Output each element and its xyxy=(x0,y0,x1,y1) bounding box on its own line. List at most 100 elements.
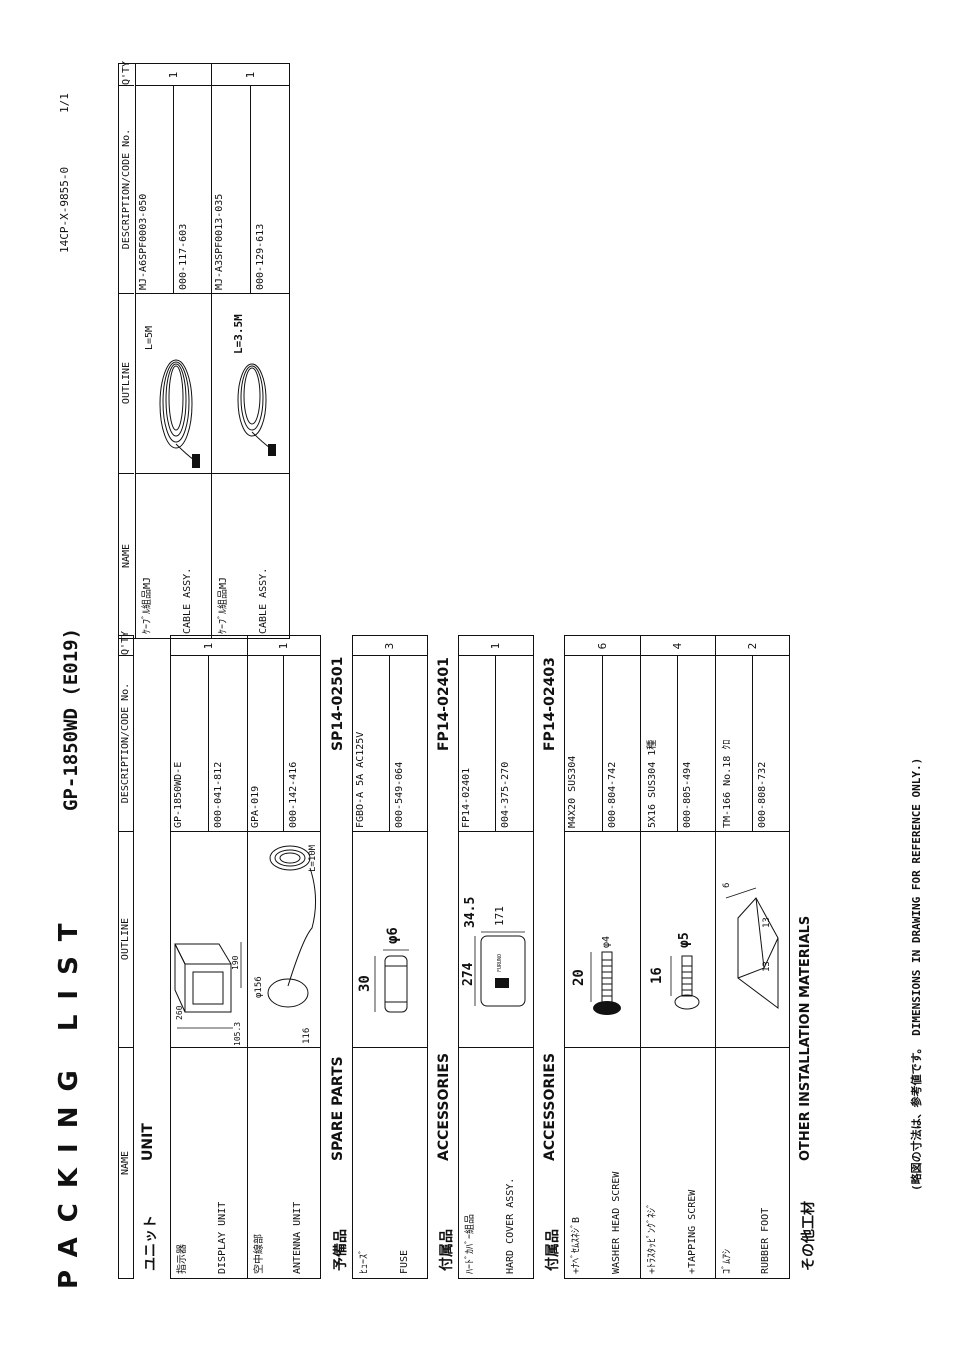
col-desc: DESCRIPTION/CODE No. xyxy=(119,655,134,832)
item-en: DISPLAY UNIT xyxy=(217,1201,228,1274)
section-spare-code: SP14-02501 xyxy=(330,656,346,751)
rubber-foot-drawing xyxy=(725,887,779,1009)
item-qty: 1 xyxy=(277,642,290,650)
item-jp: ｹｰﾌﾞﾙ組品MJ xyxy=(142,576,153,634)
section-other-jp: その他工材 xyxy=(801,1201,817,1271)
item-en: RUBBER FOOT xyxy=(760,1207,771,1274)
item-jp: ﾊｰﾄﾞｶﾊﾞｰ組品 xyxy=(465,1214,476,1274)
outline-tapping: 16 φ5 xyxy=(641,831,715,1048)
cable-coil-drawing xyxy=(159,359,200,468)
doc-number: 14CP-X-9855-0 xyxy=(58,166,71,253)
header-row: NAME OUTLINE DESCRIPTION/CODE No. Q'TY xyxy=(118,631,134,1279)
item-en: CABLE ASSY. xyxy=(258,567,269,634)
item-jp: +ﾅﾍﾞｾﾑｽﾈｼﾞB xyxy=(571,1216,582,1274)
footnote: (略図の寸法は、参考値です。 DIMENSIONS IN DRAWING FOR… xyxy=(910,757,923,1191)
item-jp: 指示器 xyxy=(177,1244,188,1274)
item-desc: GP-1850WD-E xyxy=(171,656,209,832)
item-jp: ﾋｭｰｽﾞ xyxy=(359,1249,370,1274)
page-number: 1/1 xyxy=(58,93,71,113)
item-qty: 3 xyxy=(383,642,396,650)
display-unit-drawing xyxy=(174,942,242,1029)
cable-coil-drawing xyxy=(237,363,276,456)
cable-header-row: NAME OUTLINE DESCRIPTION/CODE No. Q'TY xyxy=(119,60,136,638)
item-desc: FP14-02401 xyxy=(459,656,496,832)
item-code: 000-549-064 xyxy=(394,761,405,828)
outline-antenna: φ156 116 L=10M xyxy=(248,831,320,1048)
item-code: 000-142-416 xyxy=(288,761,299,828)
item-qty: 1 xyxy=(244,71,257,79)
item-desc: GPA-019 xyxy=(248,656,284,832)
item-en: WASHER HEAD SCREW xyxy=(611,1171,622,1274)
col-desc: DESCRIPTION/CODE No. xyxy=(119,85,134,294)
section-acc1-code: FP14-02401 xyxy=(436,657,452,751)
item-code: 004-375-270 xyxy=(500,761,511,828)
section-other-en: OTHER INSTALLATION MATERIALS xyxy=(798,915,813,1161)
item-desc: TM-166 No.18 ｸﾛ xyxy=(716,656,753,832)
fuse-drawing xyxy=(374,949,409,1013)
col-qty: Q'TY xyxy=(119,60,134,86)
washer-screw-drawing xyxy=(590,951,621,1015)
row-cable-2: ｹｰﾌﾞﾙ組品MJ CABLE ASSY. L=3.5M MJ-A3SPF001… xyxy=(212,64,289,638)
item-desc: MJ-A3SPF0013-035 xyxy=(212,86,251,294)
item-code: 000-129-613 xyxy=(254,223,266,290)
item-en: +TAPPING SCREW xyxy=(687,1189,698,1274)
row-hard-cover: ﾊｰﾄﾞｶﾊﾞｰ組品 HARD COVER ASSY. 274 34.5 171… xyxy=(458,635,534,1279)
furuno-logo: FURUNO xyxy=(497,953,503,972)
section-acc1-jp: 付属品 xyxy=(439,1229,455,1271)
outline-cover: 274 34.5 171 FURUNO xyxy=(459,831,533,1048)
item-desc: MJ-A6SPF0003-050 xyxy=(136,86,174,294)
item-code: 000-808-732 xyxy=(756,761,768,828)
item-desc: FGBO-A 5A AC125V xyxy=(353,656,390,832)
model-number: GP-1850WD (E019) xyxy=(60,627,82,811)
item-qty: 1 xyxy=(167,71,180,79)
item-en: ANTENNA UNIT xyxy=(292,1201,303,1274)
item-en: FUSE xyxy=(399,1249,410,1274)
item-en: CABLE ASSY. xyxy=(182,567,193,634)
col-outline: OUTLINE xyxy=(119,293,134,474)
item-qty: 2 xyxy=(746,642,759,650)
outline-display: 260 190 105.3 xyxy=(171,831,247,1048)
antenna-unit-drawing xyxy=(267,845,316,1008)
item-jp: +ﾄﾗｽﾀｯﾋﾟﾝｸﾞﾈｼﾞ xyxy=(647,1202,658,1274)
outline-washer: 20 φ4 xyxy=(565,831,640,1048)
section-acc2-en: ACCESSORIES xyxy=(542,1052,558,1161)
item-qty: 6 xyxy=(596,642,609,650)
outline-rubber: 6 13 13 xyxy=(716,831,789,1048)
col-name: NAME xyxy=(120,1150,131,1176)
section-acc1-en: ACCESSORIES xyxy=(436,1052,452,1161)
item-code: 000-117-603 xyxy=(177,223,189,290)
section-acc2-jp: 付属品 xyxy=(545,1229,561,1271)
section-spare-en: SPARE PARTS xyxy=(330,1056,346,1161)
outline-fuse: 30 φ6 xyxy=(353,831,427,1048)
item-code: 000-805-494 xyxy=(682,761,693,828)
section-spare-jp: 予備品 xyxy=(333,1229,349,1271)
item-qty: 4 xyxy=(671,642,684,650)
item-desc: M4X20 SUS304 xyxy=(565,656,603,832)
row-antenna-unit: 空中線部 ANTENNA UNIT φ156 116 L=10M GPA-019… xyxy=(248,636,320,1278)
page-title: PACKING LIST xyxy=(54,908,84,1289)
unit-table: 指示器 DISPLAY UNIT 260 190 105.3 GP-1850WD… xyxy=(170,635,321,1279)
item-jp: ｺﾞﾑｱｼ xyxy=(722,1249,733,1274)
row-rubber-foot: ｺﾞﾑｱｼ RUBBER FOOT 6 13 13 TM-166 No.18 ｸ… xyxy=(716,636,789,1278)
outline-cable-2: L=3.5M xyxy=(212,293,289,474)
item-qty: 1 xyxy=(202,642,215,650)
row-display-unit: 指示器 DISPLAY UNIT 260 190 105.3 GP-1850WD… xyxy=(171,636,248,1278)
item-jp: ｹｰﾌﾞﾙ組品MJ xyxy=(218,576,229,634)
row-tapping-screw: +ﾄﾗｽﾀｯﾋﾟﾝｸﾞﾈｼﾞ +TAPPING SCREW 16 φ5 5X16… xyxy=(641,636,716,1278)
tapping-screw-drawing xyxy=(670,955,700,1010)
section-unit-en: UNIT xyxy=(140,1123,156,1161)
item-en: HARD COVER ASSY. xyxy=(505,1177,516,1274)
acc2-table: +ﾅﾍﾞｾﾑｽﾈｼﾞB WASHER HEAD SCREW 20 φ4 M4X2… xyxy=(564,635,790,1279)
cable-table: NAME OUTLINE DESCRIPTION/CODE No. Q'TY ｹ… xyxy=(118,60,290,639)
item-code: 000-804-742 xyxy=(606,761,618,828)
section-unit-jp: ユニット xyxy=(143,1215,159,1271)
outline-cable-1: L=5M xyxy=(136,293,211,474)
item-jp: 空中線部 xyxy=(254,1234,265,1274)
row-fuse: ﾋｭｰｽﾞ FUSE 30 φ6 FGBO-A 5A AC125V 000-54… xyxy=(352,635,428,1279)
row-washer-screw: +ﾅﾍﾞｾﾑｽﾈｼﾞB WASHER HEAD SCREW 20 φ4 M4X2… xyxy=(565,636,641,1278)
row-cable-1: ｹｰﾌﾞﾙ組品MJ CABLE ASSY. L=5M MJ-A6SPF0003-… xyxy=(136,64,212,638)
col-outline: OUTLINE xyxy=(119,831,134,1048)
section-acc2-code: FP14-02403 xyxy=(542,657,558,751)
col-name: NAME xyxy=(121,543,132,569)
